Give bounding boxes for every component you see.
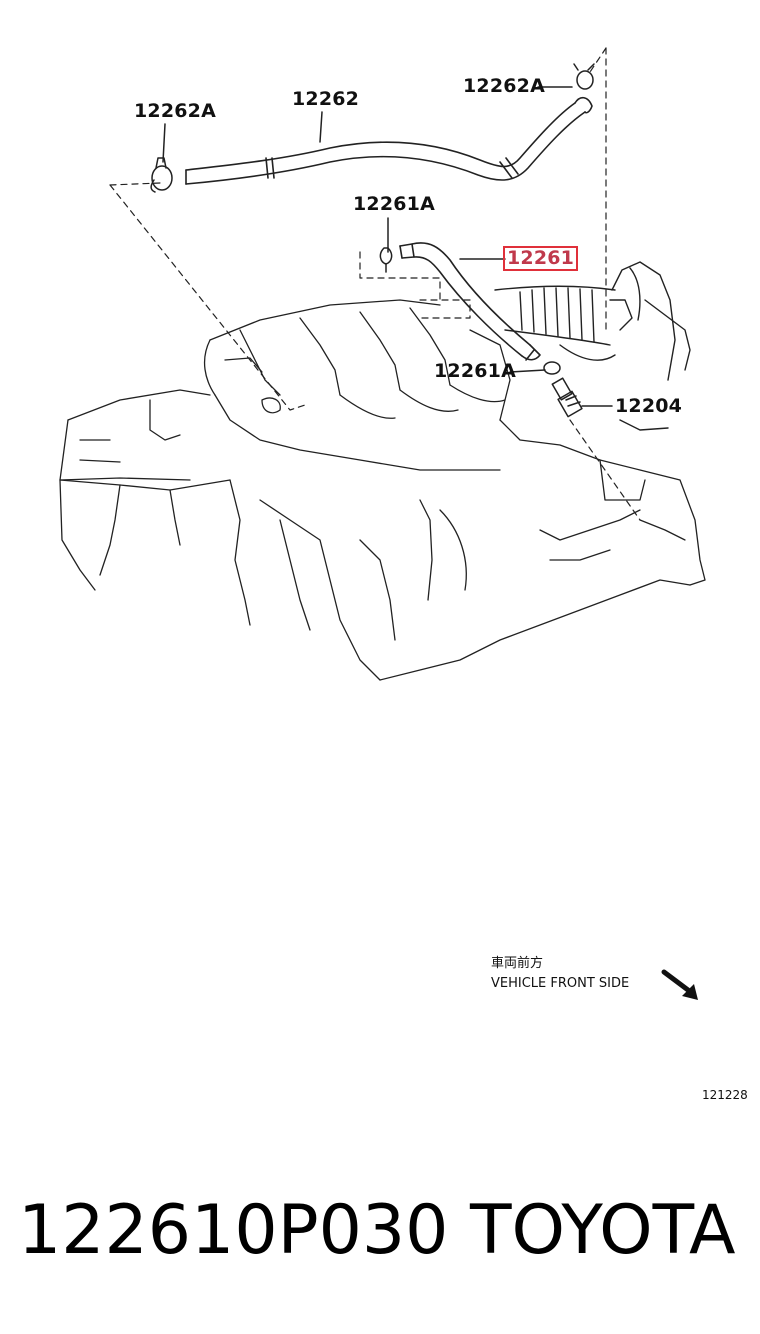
callout-12261A-top[interactable]: 12261A bbox=[353, 193, 436, 215]
vehicle-front-label-jp: 車両前方 bbox=[491, 956, 544, 971]
callout-12262A-left[interactable]: 12262A bbox=[134, 100, 217, 122]
callout-12204[interactable]: 12204 bbox=[615, 395, 683, 417]
clip-12261A-top bbox=[379, 247, 393, 273]
figure-code: 121228 bbox=[702, 1088, 748, 1102]
callout-12262[interactable]: 12262 bbox=[292, 88, 360, 110]
callout-12262A-right[interactable]: 12262A bbox=[463, 75, 546, 97]
callout-12261-highlighted[interactable]: 12261 bbox=[502, 246, 579, 271]
arrow-down-right-icon bbox=[661, 969, 698, 1000]
leader-lines bbox=[162, 86, 613, 407]
brand-name: TOYOTA bbox=[470, 1191, 736, 1270]
hose-12261 bbox=[399, 242, 541, 361]
clip-12261A-bottom bbox=[543, 361, 561, 375]
clamp-12262A-right bbox=[573, 63, 595, 90]
pcv-valve-12204 bbox=[551, 377, 583, 418]
hose-12262 bbox=[185, 96, 593, 185]
clamp-12262A-left bbox=[150, 157, 173, 193]
engine-outline bbox=[59, 299, 706, 681]
dashed-guides bbox=[109, 47, 641, 521]
vehicle-front-label-en: VEHICLE FRONT SIDE bbox=[491, 976, 630, 991]
callout-12261A-bottom[interactable]: 12261A bbox=[434, 360, 517, 382]
part-number: 122610P030 bbox=[18, 1191, 449, 1270]
intake-duct bbox=[494, 261, 691, 431]
